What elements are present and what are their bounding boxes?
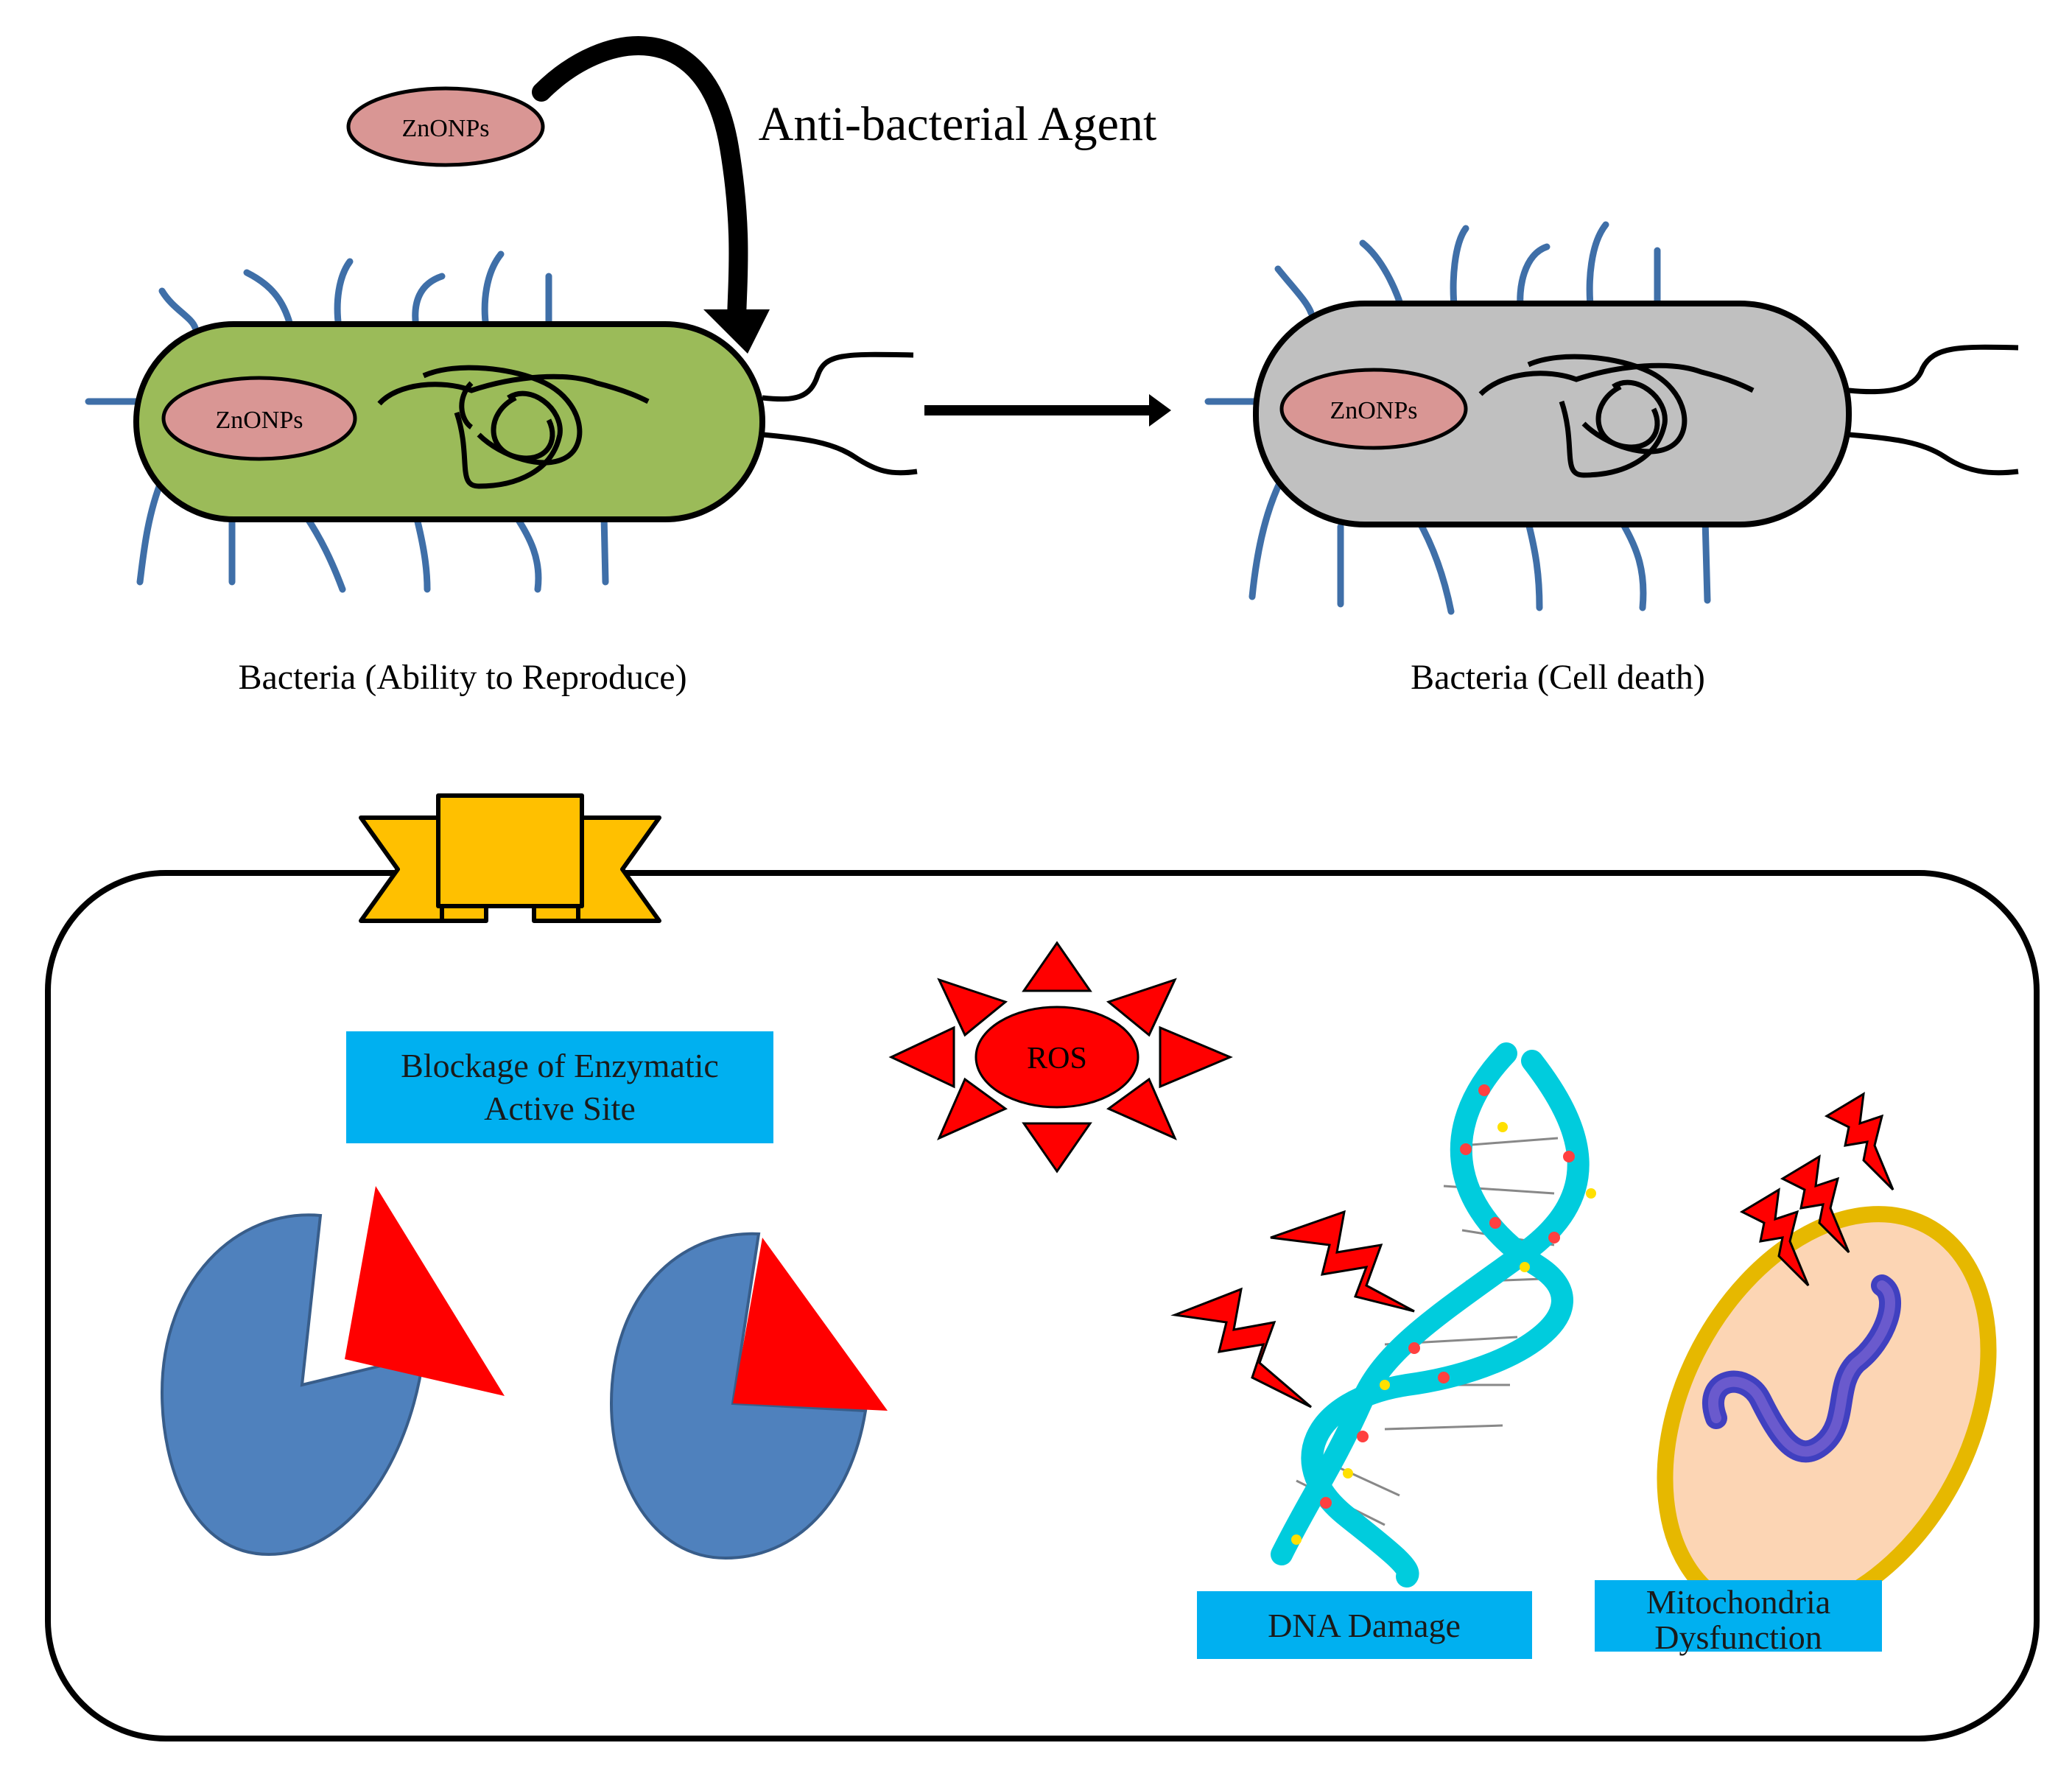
dna-label: DNA Damage [1268,1607,1461,1644]
mito-label-line2: Dysfunction [1654,1618,1822,1656]
dead-caption: Bacteria (Cell death) [1411,658,1705,697]
live-caption: Bacteria (Ability to Reproduce) [238,658,686,697]
enzyme-label-line1: Blockage of Enzymatic [401,1047,719,1084]
dna-label-box: DNA Damage [1197,1591,1532,1659]
ros-burst [888,941,1233,1174]
ros-label: ROS [1027,1042,1087,1076]
enzyme-blocked [609,1232,888,1560]
panel-banner [359,793,661,923]
enzyme-label-box: Blockage of Enzymatic Active Site [346,1031,773,1143]
transition-arrow [924,394,1171,427]
live-bacterium: ZnONPs [85,250,918,593]
inhibitor-free [345,1186,505,1396]
agent-label: Anti-bacterial Agent [759,97,1157,151]
curved-arrow [532,36,770,354]
dna-helix [1271,1042,1596,1588]
free-nanoparticle: ZnONPs [346,86,545,167]
live-flagella [85,250,609,593]
dead-bacterium: ZnONPs [1204,221,2019,615]
dead-flagella [1204,221,1711,615]
enzyme-label-line2: Active Site [484,1090,636,1127]
live-nucleoid [377,365,650,489]
mitochondrion [1657,1206,1997,1623]
mito-damage-bolts [1739,1092,1894,1287]
mito-label-line1: Mitochondria [1646,1583,1830,1621]
dead-nucleoid [1478,354,1755,478]
dna-damage-bolts [1170,1210,1415,1409]
inhibitor-bound [733,1238,888,1411]
enzyme-open [160,1186,505,1557]
mito-label-box: Mitochondria Dysfunction [1595,1580,1882,1656]
dead-particle-label: ZnONPs [1330,397,1417,424]
live-particle-label: ZnONPs [215,407,303,434]
free-nanoparticle-label: ZnONPs [401,115,489,142]
